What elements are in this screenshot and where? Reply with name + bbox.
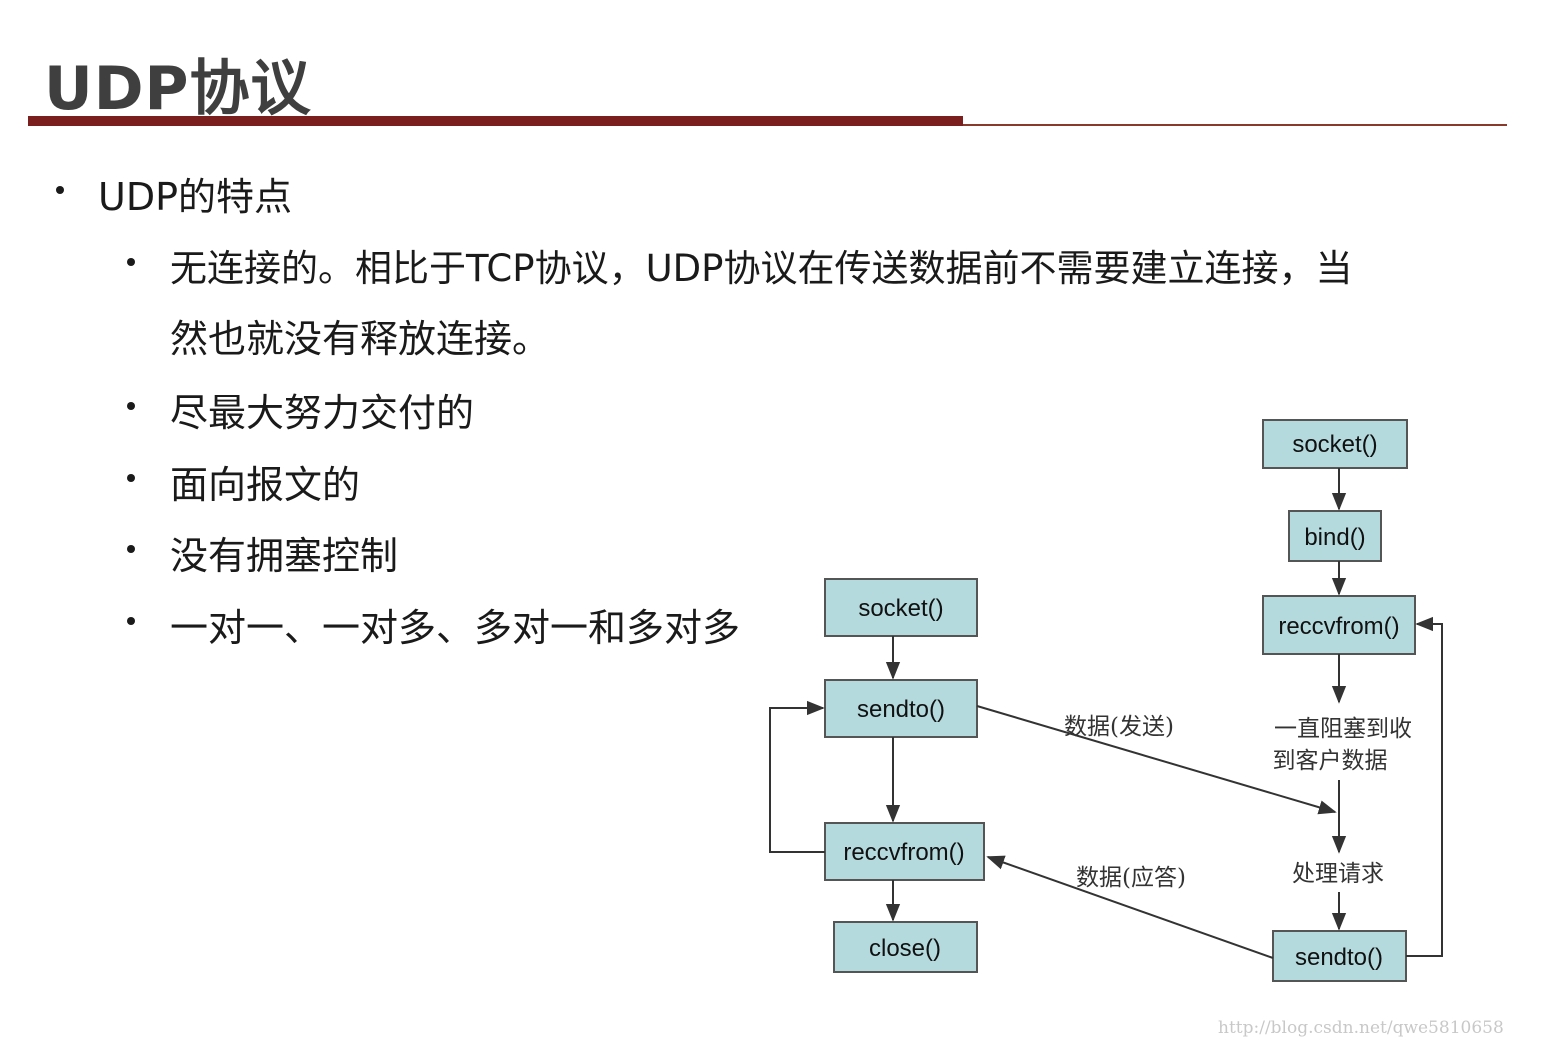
bullet-main: UDP的特点 bbox=[98, 175, 292, 219]
server-bind-box bbox=[1288, 510, 1382, 562]
client-loop-arrow bbox=[769, 700, 825, 853]
server-loop-arrow bbox=[1406, 616, 1443, 957]
bullet-dot bbox=[127, 474, 135, 482]
server-block-label-line1: 一直阻塞到收 bbox=[1274, 716, 1412, 742]
server-process-label: 处理请求 bbox=[1292, 861, 1384, 887]
server-sendto-box bbox=[1272, 930, 1407, 982]
bullet-cardinality: 一对一、一对多、多对一和多对多 bbox=[170, 606, 741, 650]
bullet-dot bbox=[127, 258, 135, 266]
client-reccvfrom-label: reccvfrom() bbox=[843, 839, 964, 866]
server-bind-label: bind() bbox=[1304, 524, 1365, 551]
server-reccvfrom-label: reccvfrom() bbox=[1278, 613, 1399, 640]
bullet-dot bbox=[56, 186, 64, 194]
bullet-dot bbox=[127, 545, 135, 553]
bullet-connectionless-line1: 无连接的。相比于TCP协议，UDP协议在传送数据前不需要建立连接，当 bbox=[170, 247, 1353, 290]
server-reccvfrom-box bbox=[1262, 595, 1416, 655]
reply-data-label: 数据(应答) bbox=[1076, 865, 1186, 891]
server-sendto-label: sendto() bbox=[1295, 944, 1383, 971]
bullet-dot bbox=[127, 617, 135, 625]
bullet-dot bbox=[127, 402, 135, 410]
reply-data-arrow bbox=[986, 855, 1274, 959]
client-sendto-box bbox=[824, 679, 978, 738]
title-underline-thin bbox=[963, 124, 1507, 126]
watermark: http://blog.csdn.net/qwe5810658 bbox=[1218, 1018, 1504, 1038]
bullet-best-effort: 尽最大努力交付的 bbox=[170, 391, 475, 435]
client-close-label: close() bbox=[869, 935, 941, 962]
bullet-no-congestion-control: 没有拥塞控制 bbox=[170, 534, 399, 578]
send-data-label: 数据(发送) bbox=[1064, 714, 1174, 740]
server-socket-label: socket() bbox=[1292, 431, 1377, 458]
title-underline-thick bbox=[28, 116, 963, 126]
bullet-message-oriented: 面向报文的 bbox=[170, 463, 361, 507]
client-close-box bbox=[833, 921, 978, 973]
client-socket-box bbox=[824, 578, 978, 637]
client-sendto-label: sendto() bbox=[857, 696, 945, 723]
server-socket-box bbox=[1262, 419, 1408, 469]
server-block-label-line2: 到客户数据 bbox=[1273, 748, 1388, 774]
client-socket-label: socket() bbox=[858, 595, 943, 622]
client-reccvfrom-box bbox=[824, 822, 985, 881]
bullet-connectionless-line2: 然也就没有释放连接。 bbox=[170, 317, 551, 361]
send-data-arrow bbox=[976, 705, 1337, 815]
slide-title: UDP协议 bbox=[44, 54, 312, 124]
